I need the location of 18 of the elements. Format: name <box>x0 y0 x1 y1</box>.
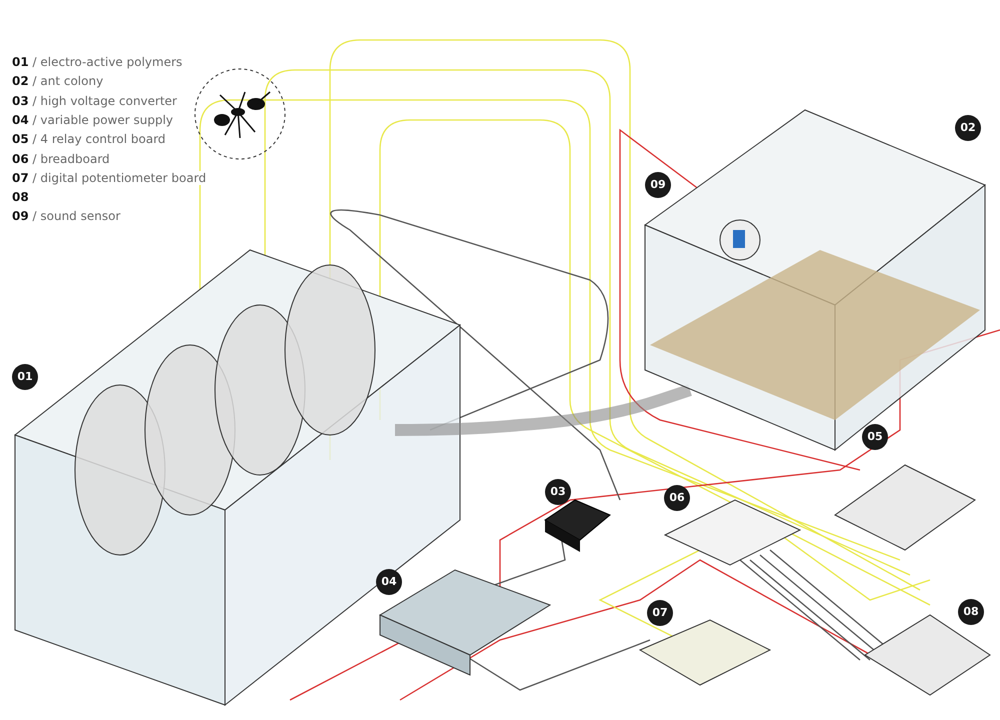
callout-number: 05 <box>862 424 888 450</box>
legend-entry: 04 / variable power supply <box>12 112 174 127</box>
legend-entry: 05 / 4 relay control board <box>12 132 166 146</box>
legend-entry: 06 / breadboard <box>12 152 110 166</box>
callout-number: 04 <box>376 569 402 595</box>
callout-number: 01 <box>12 364 38 390</box>
legend-entry: 07 / digital potentiometer board <box>12 170 206 185</box>
callout-number: 09 <box>645 172 671 198</box>
legend-entry: 02 / ant colony <box>12 74 104 88</box>
legend-entry: 09 / sound sensor <box>12 209 120 224</box>
callout-number: 03 <box>545 479 571 505</box>
callout-number: 08 <box>958 599 984 625</box>
legend-entry: 08 <box>12 190 29 204</box>
legend-entry: 03 / high voltage converter <box>12 94 177 108</box>
callout-number: 07 <box>647 600 673 626</box>
legend-entry: 01 / electro-active polymers <box>12 55 182 69</box>
callout-number: 06 <box>664 485 690 511</box>
callout-number: 02 <box>955 115 981 141</box>
